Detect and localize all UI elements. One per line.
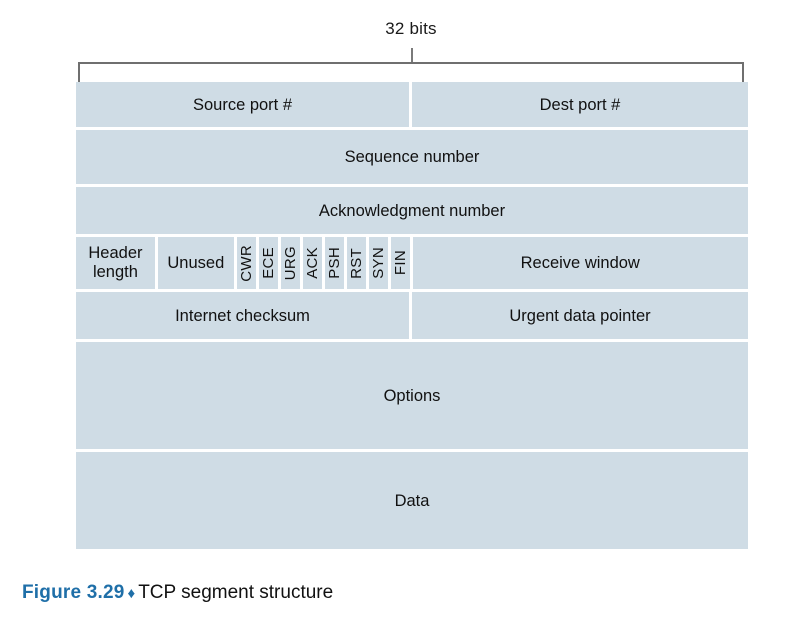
field-data: Data: [76, 452, 748, 549]
segment-row-ports: Source port # Dest port #: [76, 82, 748, 127]
field-internet-checksum: Internet checksum: [76, 292, 409, 339]
segment-row-checksum: Internet checksum Urgent data pointer: [76, 292, 748, 339]
width-measure: 32 bits: [78, 18, 744, 90]
flag-cwr: CWR: [236, 237, 256, 289]
flag-fin: FIN: [390, 237, 410, 289]
flag-cwr-label: CWR: [237, 244, 255, 282]
flag-urg: URG: [280, 237, 300, 289]
field-header-length: Header length: [76, 237, 155, 289]
flag-fin-label: FIN: [391, 250, 409, 276]
segment-row-data: Data: [76, 452, 748, 549]
field-acknowledgment-number: Acknowledgment number: [76, 187, 748, 234]
figure-separator-icon: ♦: [127, 585, 136, 602]
bits-label: 32 bits: [385, 19, 437, 38]
flag-rst: RST: [346, 237, 366, 289]
flag-rst-label: RST: [347, 247, 365, 279]
flag-ack: ACK: [302, 237, 322, 289]
figure-title: TCP segment structure: [138, 582, 334, 603]
field-dest-port: Dest port #: [412, 82, 748, 127]
field-unused: Unused: [157, 237, 234, 289]
flag-ack-label: ACK: [303, 247, 321, 279]
segment-row-flags: Header length Unused CWR ECE URG ACK PSH…: [76, 237, 748, 289]
figure-caption: Figure 3.29♦TCP segment structure: [22, 580, 333, 607]
segment-row-options: Options: [76, 342, 748, 449]
flag-psh: PSH: [324, 237, 344, 289]
field-receive-window: Receive window: [412, 237, 748, 289]
tcp-segment-diagram: Source port # Dest port # Sequence numbe…: [76, 82, 748, 549]
header-length-line-2: length: [92, 263, 138, 281]
flag-syn-label: SYN: [369, 247, 387, 279]
flag-psh-label: PSH: [325, 247, 343, 279]
segment-row-sequence: Sequence number: [76, 130, 748, 184]
figure-number: Figure 3.29: [22, 582, 125, 603]
field-urgent-data-pointer: Urgent data pointer: [412, 292, 748, 339]
field-source-port: Source port #: [76, 82, 409, 127]
flag-ece: ECE: [258, 237, 278, 289]
field-sequence-number: Sequence number: [76, 130, 748, 184]
header-length-line-1: Header: [88, 244, 143, 262]
bits-center-tick: [411, 48, 413, 62]
segment-row-acknowledgment: Acknowledgment number: [76, 187, 748, 234]
flag-syn: SYN: [368, 237, 388, 289]
field-options: Options: [76, 342, 748, 449]
flag-urg-label: URG: [281, 245, 299, 281]
flag-ece-label: ECE: [259, 247, 277, 279]
width-bracket: [78, 62, 744, 84]
